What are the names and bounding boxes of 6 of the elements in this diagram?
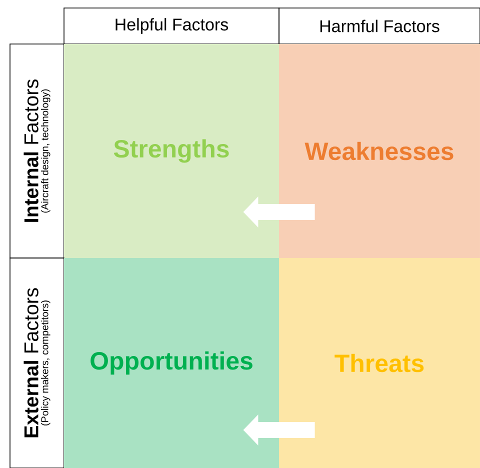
column-header: Helpful Factors [64, 8, 280, 44]
quadrant-box: Opportunities [64, 258, 279, 468]
column-header: Harmful Factors [278, 8, 480, 44]
quadrant-box: Strengths [64, 44, 279, 258]
quadrant-box: Weaknesses [279, 44, 480, 258]
quadrant-box: Threats [279, 258, 480, 468]
